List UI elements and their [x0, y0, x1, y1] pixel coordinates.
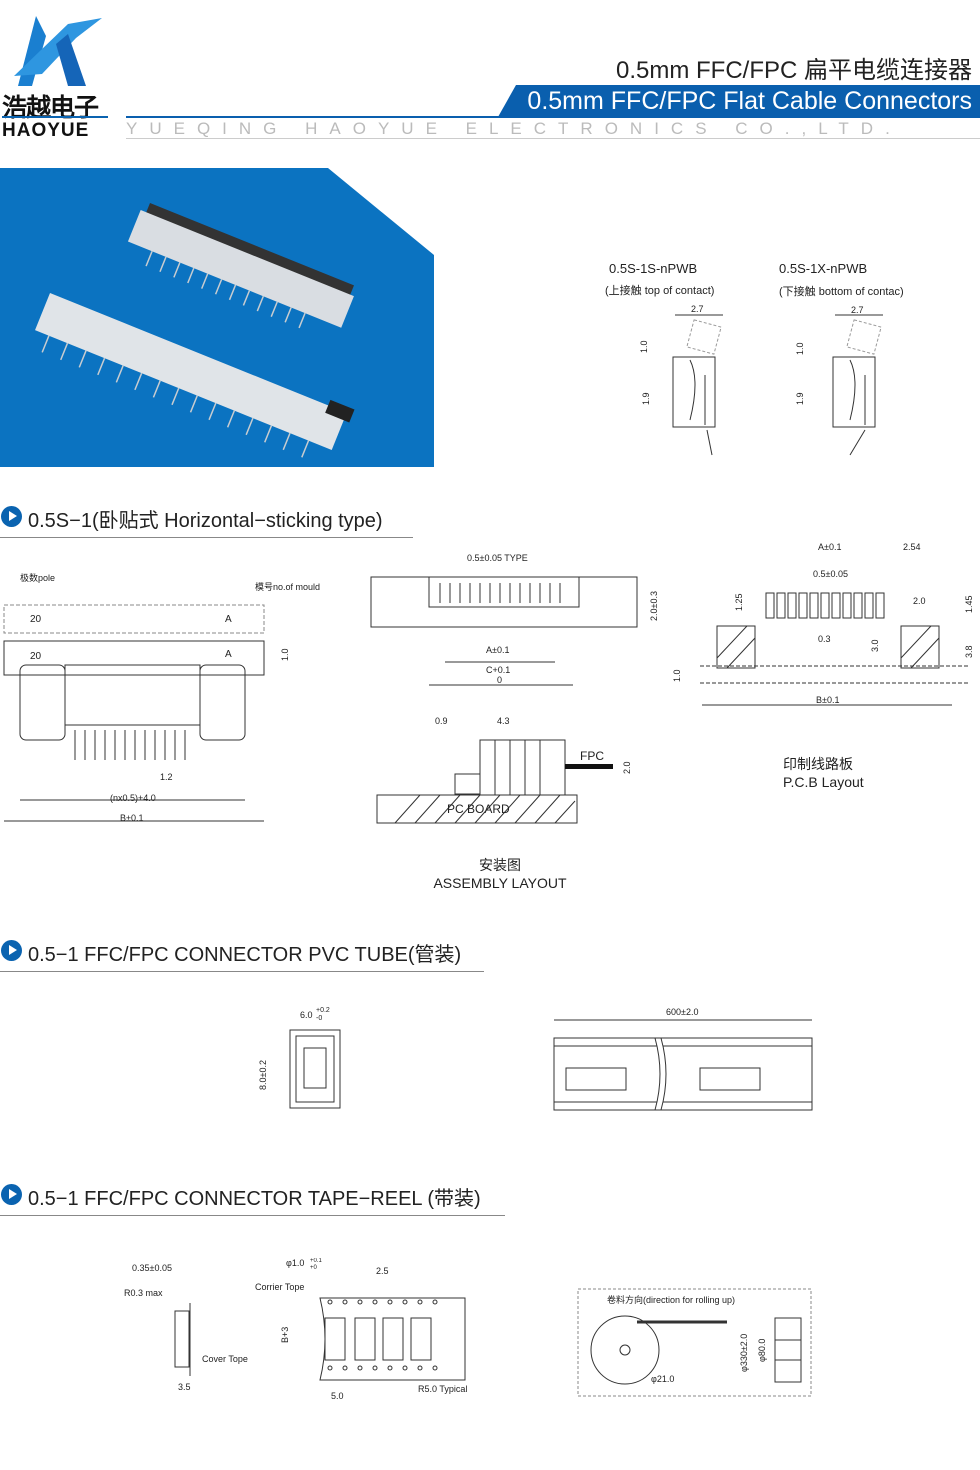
dim-label: 6.0 [300, 1010, 313, 1020]
tol-up: +0.1 [310, 1258, 323, 1264]
dim-label: B±0.1 [120, 813, 143, 823]
page-title-en: 0.5mm FFC/FPC Flat Cable Connectors [527, 87, 972, 115]
dim-label: φ80.0 [757, 1339, 767, 1362]
logo-mark [14, 16, 102, 86]
logo-text-en: HAOYUE [2, 120, 90, 141]
section-title: 0.5S−1(卧贴式 Horizontal−sticking type) [28, 510, 383, 532]
dim-label: 1.0 [795, 342, 805, 355]
dim-label: 2.0 [622, 761, 632, 774]
pcb-layout-drawing: A±0.1 2.54 0.5±0.05 1.25 2.0 1.45 0.3 3.… [672, 542, 974, 706]
pole-label: 极数pole [20, 572, 55, 583]
header-divider [126, 116, 980, 118]
dim-label: 3.8 [964, 645, 974, 658]
dim-label: 4.3 [497, 716, 510, 726]
dim-label: 1.9 [795, 392, 805, 405]
logo-divider [2, 116, 108, 118]
play-bullet-icon [1, 506, 22, 527]
assembly-caption-cn: 安装图 [479, 857, 521, 873]
dim-label: 1.45 [964, 595, 974, 613]
dim-label: 1.2 [160, 772, 173, 782]
mould-mark: A [225, 649, 232, 660]
hub-dim: φ21.0 [651, 1374, 674, 1384]
carrier-tape-label: Corrier Tope [255, 1282, 304, 1292]
dim-label: 1.25 [734, 593, 744, 611]
corner-label: R5.0 Typical [418, 1384, 467, 1394]
pin-count: 20 [30, 614, 42, 625]
dim-label: φ1.0 [286, 1258, 304, 1268]
dim-label: 2.0 [913, 596, 926, 606]
contact-variants-drawing: 0.5S-1S-nPWB (上接触 top of contact) 0.5S-1… [605, 261, 904, 456]
dim-label: C+0.1 [486, 665, 510, 675]
dim-label: 600±2.0 [666, 1007, 698, 1017]
assembly-caption-en: ASSEMBLY LAYOUT [433, 875, 567, 891]
tol-down: +0 [310, 1265, 318, 1271]
product-photo [0, 168, 434, 467]
play-bullet-icon [1, 1184, 22, 1205]
variant-model: 0.5S-1S-nPWB [609, 261, 697, 276]
dim-label: 1.9 [641, 392, 651, 405]
dim-label: 0.5±0.05 [813, 569, 848, 579]
type-label: 0.5±0.05 TYPE [467, 553, 528, 563]
mould-mark: A [225, 614, 232, 625]
variant-desc: (上接触 top of contact) [605, 283, 714, 297]
tol-up: +0.2 [316, 1007, 330, 1014]
pin-count: 20 [30, 651, 42, 662]
dim-label: 2.5 [376, 1266, 389, 1276]
fpc-label: FPC [580, 749, 604, 763]
front-view-drawing: 极数pole 模号no.of mould 20 A 20 A 1.0 1.2 (… [3, 572, 320, 823]
section-heading-tube: 0.5−1 FFC/FPC CONNECTOR PVC TUBE(管装) [0, 938, 484, 972]
assembly-drawing: 0.9 4.3 FPC 2.0 PC BOARD [376, 716, 632, 824]
dim-label: B±0.1 [816, 695, 839, 705]
title-band [498, 85, 980, 117]
mould-label: 模号no.of mould [255, 582, 320, 592]
connector-illustration [35, 203, 355, 458]
play-bullet-icon [1, 940, 22, 961]
board-label: PC BOARD [447, 802, 510, 816]
dim-label: 5.0 [331, 1391, 344, 1401]
dim-label: A±0.1 [818, 542, 841, 552]
pcb-caption-en: P.C.B Layout [783, 774, 864, 790]
radius-label: R0.3 max [124, 1288, 163, 1298]
section-heading-horizontal: 0.5S−1(卧贴式 Horizontal−sticking type) [0, 504, 413, 538]
pcb-caption-cn: 印制线路板 [783, 756, 853, 772]
cover-tape-label: Cover Tope [202, 1354, 248, 1364]
company-underline [126, 138, 980, 139]
dim-label: 8.0±0.2 [258, 1060, 268, 1090]
logo-text-cn: 浩越电子 [2, 94, 99, 122]
dim-label: 2.0±0.3 [649, 591, 659, 621]
dim-label: 1.0 [280, 648, 290, 661]
dim-label: 0.35±0.05 [132, 1263, 172, 1273]
tube-length-view: 600±2.0 [553, 1007, 813, 1111]
dim-label: 2.7 [851, 305, 864, 315]
dim-label: 1.0 [639, 340, 649, 353]
dim-label: 3.0 [870, 639, 880, 652]
dim-label: 2.7 [691, 304, 704, 314]
dim-label: A±0.1 [486, 645, 509, 655]
variant-model: 0.5S-1X-nPWB [779, 261, 867, 276]
section-heading-tape-reel: 0.5−1 FFC/FPC CONNECTOR TAPE−REEL (带装) [0, 1182, 505, 1216]
company-name: YUEQING HAOYUE ELECTRONICS CO.,LTD. [126, 119, 902, 138]
dim-label: 0.3 [818, 634, 831, 644]
rolling-direction-label: 卷料方向(direction for rolling up) [607, 1294, 735, 1305]
tape-drawing: 0.35±0.05 R0.3 max Cover Tope 3.5 φ1.0 +… [124, 1258, 467, 1401]
dim-label: (nx0.5)+4.0 [110, 793, 156, 803]
dim-label: B+3 [280, 1327, 290, 1343]
section-title: 0.5−1 FFC/FPC CONNECTOR TAPE−REEL (带装) [28, 1188, 481, 1210]
section-title: 0.5−1 FFC/FPC CONNECTOR PVC TUBE(管装) [28, 944, 462, 966]
variant-desc: (下接触 bottom of contac) [779, 284, 904, 298]
tol-down: -0 [316, 1015, 322, 1022]
reel-drawing: 卷料方向(direction for rolling up) φ21.0 φ33… [577, 1288, 812, 1397]
page-title-cn: 0.5mm FFC/FPC 扁平电缆连接器 [615, 57, 972, 84]
dim-label: φ330±2.0 [739, 1334, 749, 1372]
dim-label: 0.9 [435, 716, 448, 726]
tube-cross-section: 6.0 +0.2 -0 8.0±0.2 [258, 1007, 341, 1109]
dim-label: 3.5 [178, 1382, 191, 1392]
dim-label: 0 [497, 675, 502, 685]
dim-label: 2.54 [903, 542, 921, 552]
dim-label: 1.0 [672, 669, 682, 682]
top-view-drawing: 0.5±0.05 TYPE 2.0±0.3 A±0.1 C+0.1 0 [370, 553, 659, 686]
